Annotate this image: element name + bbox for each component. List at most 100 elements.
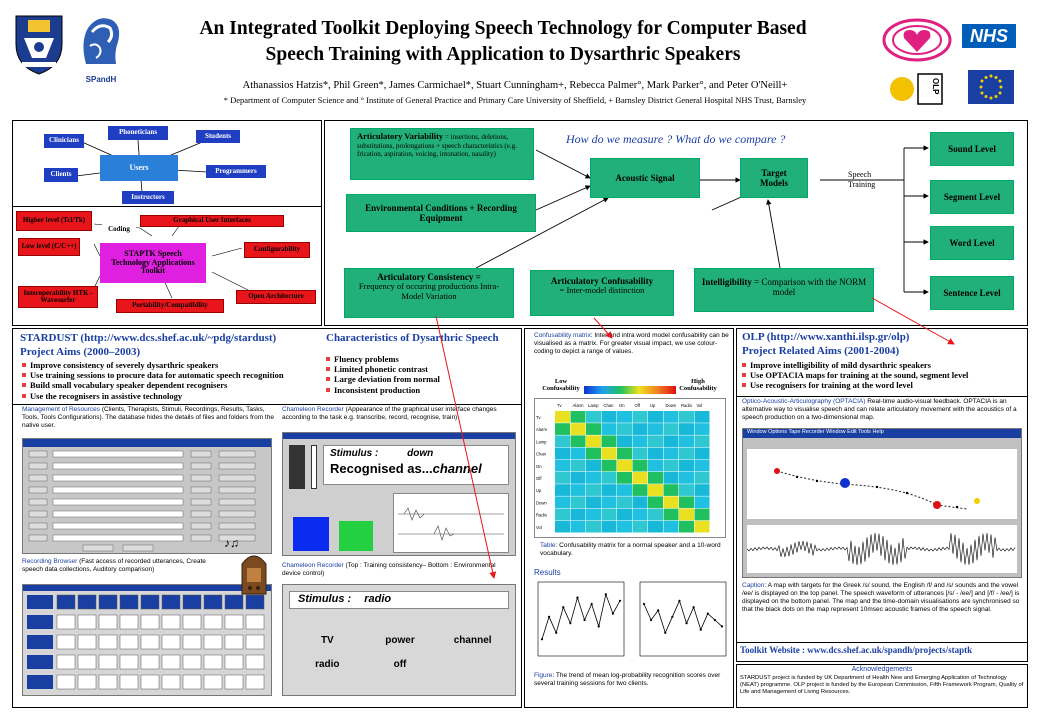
- optacia-map-panel: [747, 449, 1017, 519]
- matrix-cell: [570, 459, 586, 472]
- plot-point: [720, 625, 724, 628]
- env-label: Environmental Conditions + Recording Equ…: [365, 202, 517, 223]
- browser-caption-text: (Fast access of recorded utterances, Cre…: [22, 558, 206, 574]
- env-stimulus-value: radio: [364, 593, 392, 605]
- matrix-cell: [632, 423, 648, 435]
- chameleon-level-meter: [311, 445, 317, 489]
- optacia-figure-caption: Caption: A map with targets for the Gree…: [742, 582, 1024, 615]
- optacia-menubar: Window Options Tape Recorder Window Edit…: [743, 429, 1021, 438]
- stardust-aim: Improve consistency of severely dysarthr…: [22, 360, 332, 370]
- matrix-column-label: Chan: [604, 403, 615, 408]
- matrix-cell: [694, 520, 710, 533]
- browser-cell: [140, 614, 160, 630]
- matrix-cell: [694, 484, 710, 496]
- browser-cell: [77, 674, 97, 690]
- arch-interoperability: Interoperability HTK - Wavesurfer: [18, 286, 98, 308]
- matrix-cell: [648, 508, 663, 521]
- matrix-column-label: Down: [666, 403, 677, 408]
- plot-point: [569, 622, 572, 625]
- matrix-cell: [601, 484, 617, 496]
- arch-coding: Coding: [102, 224, 136, 236]
- chameleon2-caption-title: Chameleon Recorder: [282, 562, 344, 569]
- browser-cell: [140, 654, 160, 670]
- users-node-clinicians: Clinicians: [44, 134, 84, 148]
- environmental-conditions-box: Environmental Conditions + Recording Equ…: [346, 194, 536, 232]
- stardust-aim: Use the recognisers in assistive technol…: [22, 391, 332, 401]
- browser-cell: [98, 594, 118, 610]
- plot-point: [678, 599, 681, 602]
- segment-level-label: Segment Level: [943, 191, 1001, 202]
- users-node-instructors: Instructors: [122, 191, 174, 204]
- toolkit-website-link[interactable]: Toolkit Website : www.dcs.shef.ac.uk/spa…: [740, 645, 973, 655]
- matrix-cell: [570, 447, 586, 460]
- results-plot-client-1: [537, 581, 625, 657]
- matrix-cell: [601, 411, 617, 423]
- matrix-row-label: Radio: [536, 513, 548, 518]
- waveform-trace: [746, 532, 1016, 566]
- conf-label: Articulatory Confusability: [550, 276, 654, 286]
- matrix-cell: [632, 459, 648, 472]
- optacia-caption-title: Optico-Acoustic-Articulography (OPTACIA): [742, 398, 866, 405]
- matrix-row-label: Tv: [536, 415, 542, 420]
- matrix-cell: [586, 435, 601, 448]
- characteristics-list: Fluency problems Limited phonetic contra…: [326, 354, 506, 395]
- matrix-cell: [679, 423, 694, 435]
- matrix-cell: [617, 411, 632, 423]
- chameleon-stimulus-display: Stimulus : down Recognised as...channel: [323, 445, 509, 485]
- matrix-cell: [570, 508, 586, 521]
- browser-cell: [224, 594, 244, 610]
- plot-point: [642, 602, 646, 606]
- browser-cell: [77, 634, 97, 650]
- browser-cell: [140, 634, 160, 650]
- cons-label: Articulatory Consistency =: [377, 272, 481, 282]
- optacia-screenshot: Window Options Tape Recorder Window Edit…: [742, 428, 1022, 578]
- matrix-cell: [694, 496, 710, 509]
- heart-logo: [882, 18, 952, 62]
- chameleon-indicator-column: [289, 445, 305, 489]
- browser-cell: [56, 594, 76, 610]
- matrix-cell: [617, 459, 632, 472]
- olp-logo-text: OLP: [931, 78, 940, 95]
- browser-cell: [161, 594, 181, 610]
- radio-icon: [238, 548, 270, 596]
- matrix-cell: [617, 496, 632, 509]
- matrix-cell: [570, 484, 586, 496]
- matrix-cell: [601, 520, 617, 533]
- matrix-column-label: Up: [650, 403, 656, 408]
- browser-cell: [245, 594, 265, 610]
- matrix-cell: [679, 435, 694, 448]
- browser-cell: [161, 674, 181, 690]
- matrix-cell: [679, 411, 694, 423]
- acknowledgements-title: Acknowledgements: [851, 666, 913, 673]
- stardust-aims-list: Improve consistency of severely dysarthr…: [22, 360, 332, 401]
- results-title: Results: [534, 568, 561, 577]
- env-device-grid: TV power channel radio off: [291, 635, 509, 683]
- matrix-row-label: Up: [536, 488, 542, 493]
- browser-cell: [203, 654, 223, 670]
- recording-browser-screenshot: [22, 584, 272, 696]
- matrix-cell: [648, 423, 663, 435]
- acknowledgements-panel: [736, 664, 1028, 708]
- segment-level-box: Segment Level: [930, 180, 1014, 214]
- optacia-figure-caption-title: Caption: [742, 582, 765, 589]
- matrix-cell: [555, 508, 570, 521]
- matrix-cell: [555, 496, 570, 509]
- chameleon2-caption-text: (Top : Training consistency– Bottom : En…: [282, 562, 496, 578]
- plot-point: [547, 615, 551, 618]
- matrix-cell: [632, 435, 648, 448]
- confusability-matrix-svg: TvTvAlarmAlarmLampLampChanChanOnOnOffOff…: [536, 403, 710, 533]
- browser-caption: Recording Browser (Fast access of record…: [22, 558, 222, 574]
- browser-row-header: [27, 615, 53, 629]
- chameleon-recorder-screenshot: Stimulus : down Recognised as...channel: [282, 432, 516, 556]
- chameleon-caption-title: Chameleon Recorder: [282, 406, 344, 413]
- matrix-cell: [679, 459, 694, 472]
- matrix-cell: [617, 484, 632, 496]
- matrix-cell: [663, 423, 679, 435]
- figure-caption-text: : The trend of mean log-probability reco…: [534, 672, 721, 688]
- matrix-cell: [570, 411, 586, 423]
- browser-cell: [98, 674, 118, 690]
- browser-row-header: [27, 675, 53, 689]
- matrix-row-label: Vol: [536, 525, 542, 530]
- matrix-cell: [586, 423, 601, 435]
